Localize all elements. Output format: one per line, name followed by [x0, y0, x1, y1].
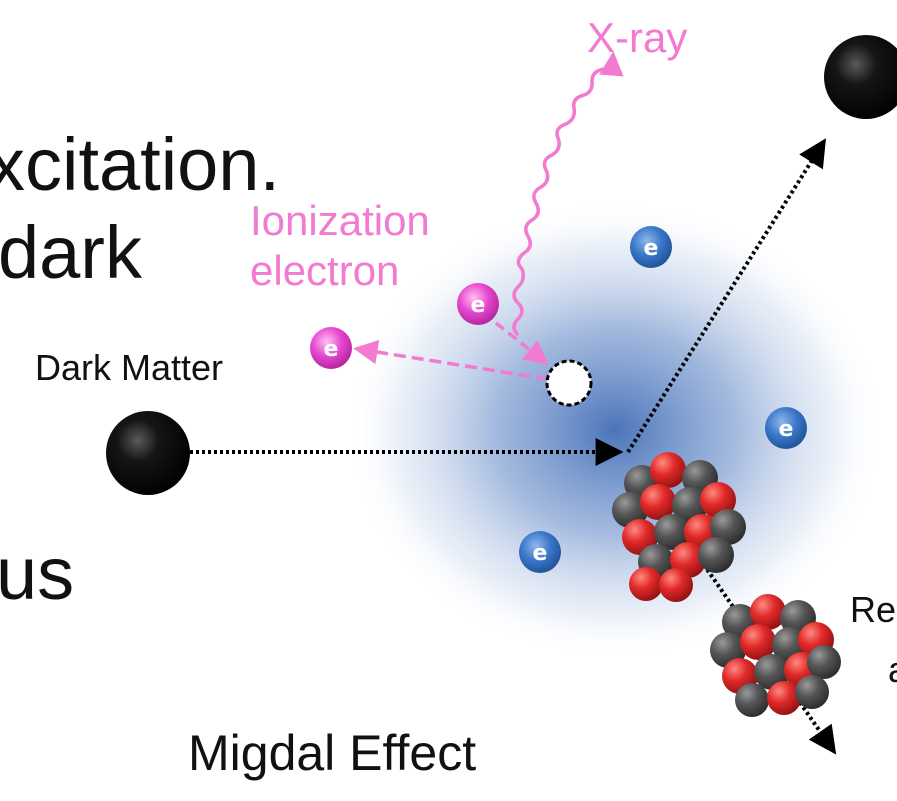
ionization-electron-path-short — [494, 321, 549, 366]
ionized-electron-1: e — [457, 283, 499, 325]
svg-text:e: e — [779, 417, 794, 442]
svg-text:e: e — [471, 293, 486, 318]
ionization-electron-label-line-1: Ionization — [250, 197, 430, 244]
svg-text:e: e — [324, 337, 339, 362]
ionized-electron-2: e — [310, 327, 352, 369]
dark-matter-particle — [106, 411, 190, 495]
electron-vacancy — [545, 359, 593, 407]
slide-text-line-3: us — [0, 532, 75, 615]
ionization-electron-label-line-2: electron — [250, 247, 400, 294]
bound-electron-1: e — [630, 226, 672, 268]
slide-text-line-2: dark — [0, 211, 142, 294]
bound-electron-3: e — [519, 531, 561, 573]
recoil-label-line-1: Re — [850, 589, 897, 630]
target-nucleus — [612, 452, 746, 602]
dark-matter-label: Dark Matter — [35, 347, 224, 388]
dark-matter-scattered-path — [626, 138, 826, 454]
recoil-label-line-2: a — [888, 652, 897, 688]
scattered-dark-matter-particle — [824, 35, 897, 119]
ionization-electron-path — [353, 339, 549, 381]
recoiling-nucleus — [710, 594, 841, 717]
xray-label: X-ray — [587, 14, 688, 61]
bound-electron-2: e — [765, 407, 807, 449]
migdal-effect-caption: Migdal Effect — [188, 725, 477, 781]
xray-wave — [512, 51, 624, 337]
slide-text-line-1: xcitation. — [0, 123, 281, 206]
svg-text:e: e — [533, 541, 548, 566]
svg-text:e: e — [644, 236, 659, 261]
